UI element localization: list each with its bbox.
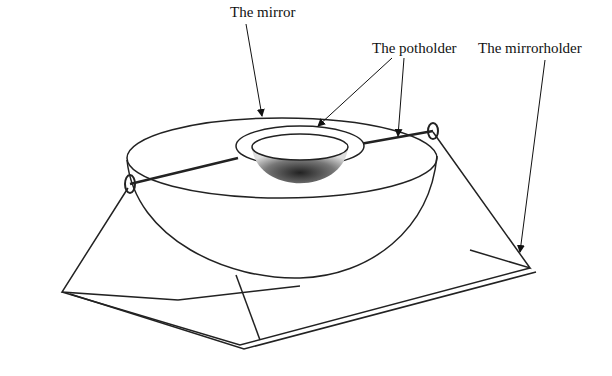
leader-lines — [246, 24, 545, 252]
part-label: The potholder — [372, 40, 457, 57]
part-label: The mirror — [230, 4, 295, 21]
part-label: The mirrorholder — [478, 40, 582, 57]
pot-holder — [125, 123, 438, 193]
mirror — [127, 118, 437, 278]
mirror-holder — [62, 132, 536, 349]
